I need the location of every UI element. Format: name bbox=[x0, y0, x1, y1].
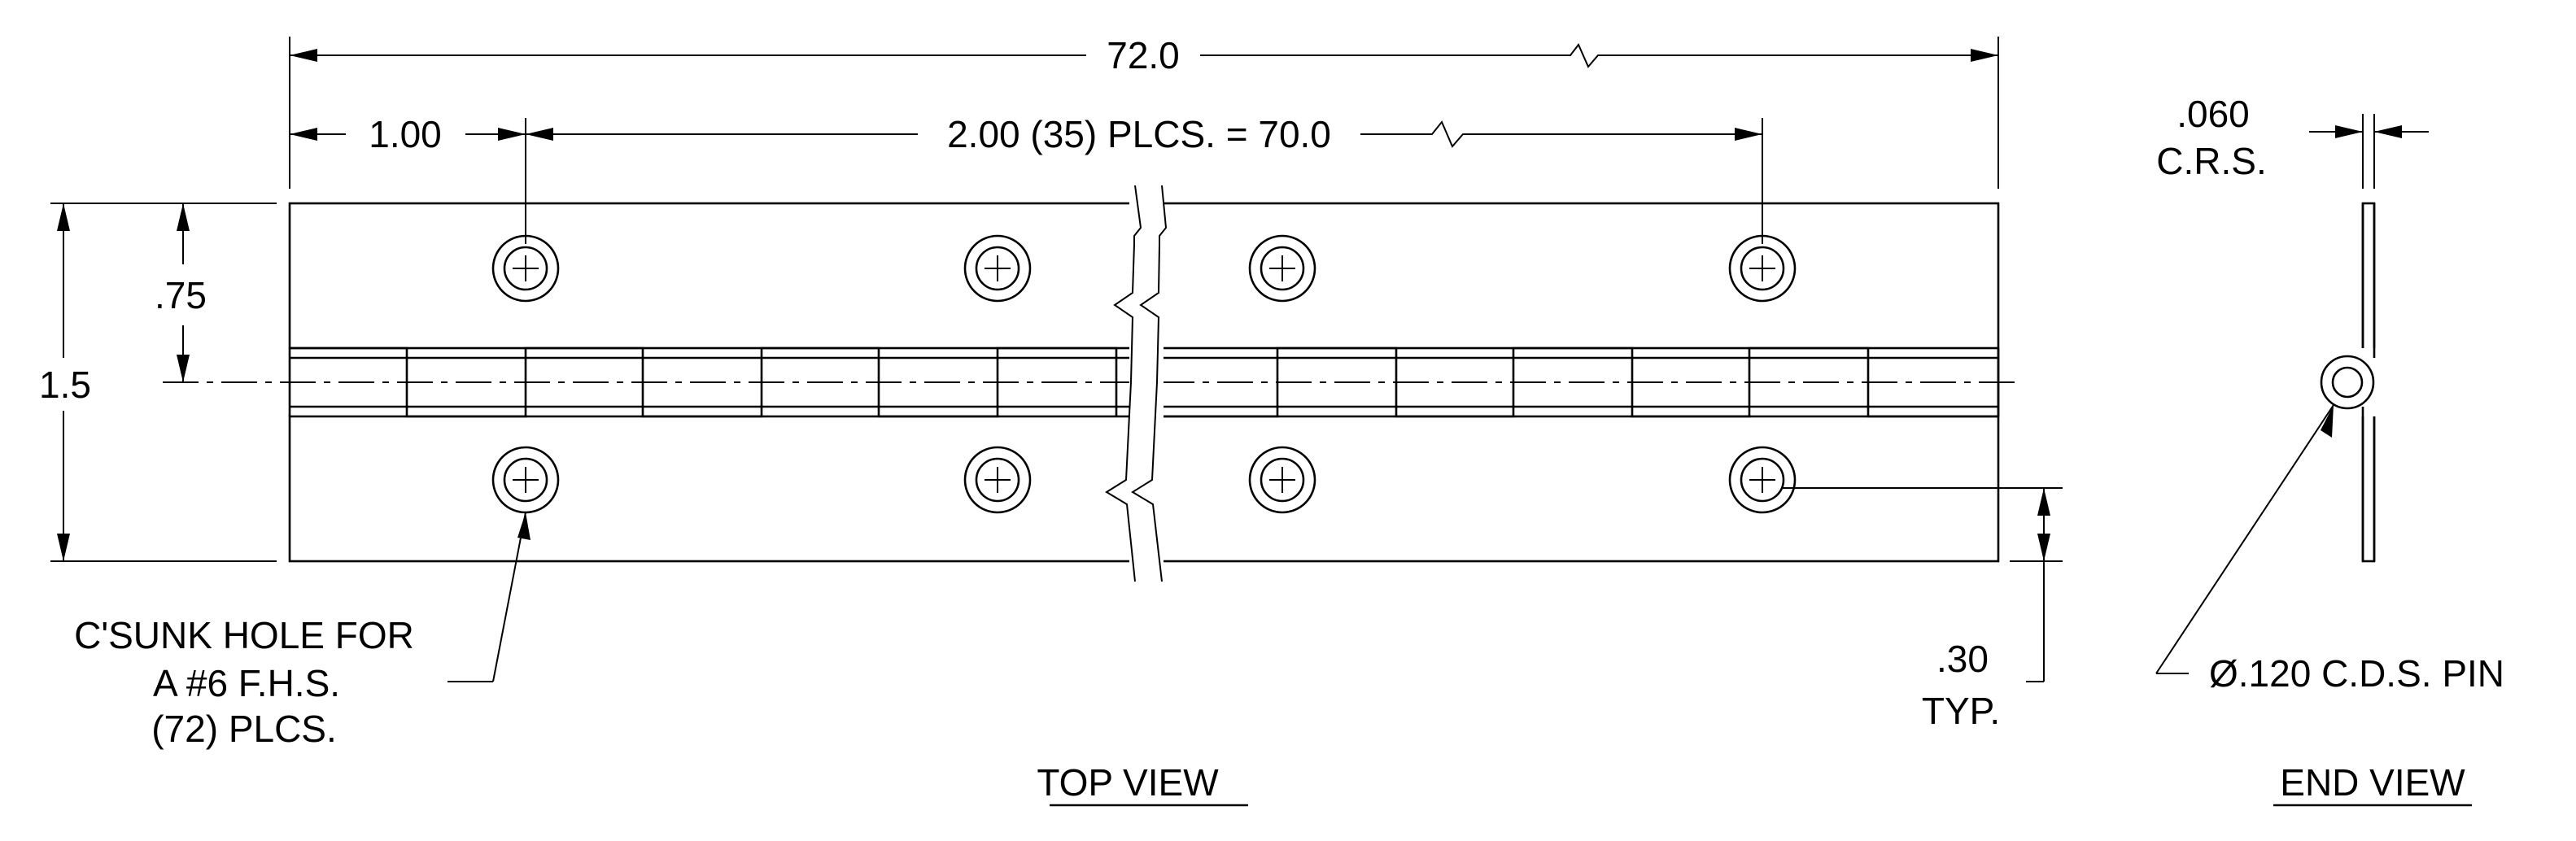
break-line-right bbox=[1131, 185, 1168, 582]
hole-callout: C'SUNK HOLE FOR A #6 F.H.S. (72) PLCS. bbox=[74, 512, 530, 750]
first-hole-offset-label: 1.00 bbox=[369, 113, 442, 155]
pin-callout-label: Ø.120 C.D.S. PIN bbox=[2209, 652, 2504, 695]
break-mask bbox=[1129, 194, 1164, 576]
thickness-line1: .060 bbox=[2177, 93, 2250, 135]
thickness-line2: C.R.S. bbox=[2156, 140, 2266, 182]
break-line-left bbox=[1105, 185, 1142, 582]
top-view-title: TOP VIEW bbox=[1037, 761, 1219, 804]
end-view-knuckle bbox=[2320, 203, 2376, 561]
countersunk-hole bbox=[963, 234, 1032, 303]
dim-overall-length: 72.0 bbox=[290, 34, 1998, 76]
dim-overall-width: 1.5 bbox=[39, 203, 277, 562]
countersunk-hole bbox=[1248, 234, 1316, 303]
countersunk-hole bbox=[491, 234, 560, 303]
countersunk-hole bbox=[1248, 446, 1316, 514]
overall-length-label: 72.0 bbox=[1107, 34, 1180, 76]
dim-hole-pitch: 2.00 (35) PLCS. = 70.0 bbox=[526, 113, 1762, 155]
hole-note-line1: C'SUNK HOLE FOR bbox=[74, 614, 414, 656]
countersunk-hole bbox=[1728, 446, 1797, 514]
hole-note-line2: A #6 F.H.S. bbox=[153, 662, 340, 704]
pin-callout: Ø.120 C.D.S. PIN bbox=[2155, 404, 2504, 695]
edge-distance-line1: .30 bbox=[1936, 638, 1989, 680]
countersunk-hole bbox=[1728, 234, 1797, 303]
hole-pitch-label: 2.00 (35) PLCS. = 70.0 bbox=[947, 113, 1331, 155]
top-view: 72.0 1.00 2.00 (35) PLCS. = 70.0 1.5 bbox=[39, 34, 2063, 807]
dim-first-hole-offset: 1.00 bbox=[290, 113, 526, 155]
dim-hole-to-centerline: .75 bbox=[155, 203, 207, 382]
countersunk-hole bbox=[491, 446, 560, 514]
hole-to-centerline-label: .75 bbox=[155, 274, 207, 316]
dim-thickness: .060 C.R.S. bbox=[2156, 93, 2429, 189]
hole-note-line3: (72) PLCS. bbox=[151, 708, 337, 750]
end-view-title: END VIEW bbox=[2280, 761, 2465, 804]
overall-width-label: 1.5 bbox=[39, 364, 91, 406]
end-view: .060 C.R.S. Ø.120 C.D.S. PIN END VIEW bbox=[2155, 93, 2504, 807]
edge-distance-line2: TYP. bbox=[1922, 690, 2000, 732]
countersunk-hole bbox=[963, 446, 1032, 514]
dim-edge-distance: .30 TYP. bbox=[1782, 487, 2063, 732]
countersunk-holes bbox=[491, 234, 1797, 514]
